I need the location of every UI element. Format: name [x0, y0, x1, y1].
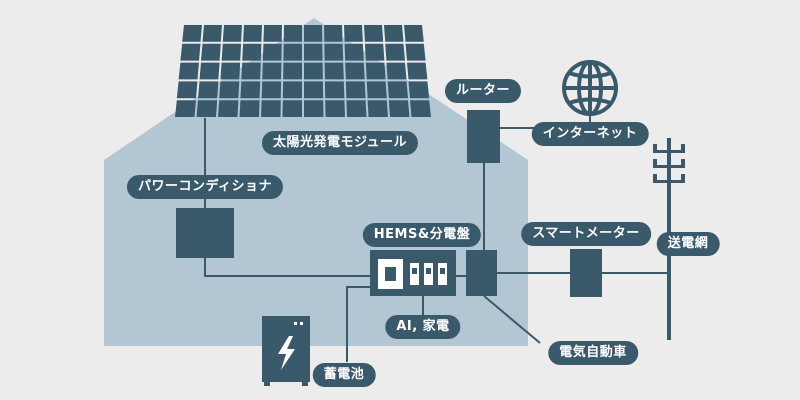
solar-cell: [262, 62, 282, 80]
solar-cell: [304, 43, 323, 61]
solar-cell: [344, 43, 364, 61]
solar-cell: [388, 100, 410, 117]
solar-cell: [222, 25, 242, 42]
solar-cell: [367, 100, 388, 117]
solar-cell: [201, 43, 221, 61]
solar-cell: [387, 81, 408, 99]
battery-icon: [262, 316, 310, 386]
label-hems: HEMS&分電盤: [362, 223, 482, 247]
solar-cell: [199, 62, 220, 80]
solar-cell: [324, 25, 343, 42]
solar-cell: [404, 25, 424, 42]
solar-cell: [344, 25, 363, 42]
solar-cell: [364, 43, 385, 61]
label-internet: インターネット: [531, 122, 649, 146]
label-appliances: AI, 家電: [385, 315, 461, 339]
solar-cell: [324, 43, 344, 61]
label-ev: 電気自動車: [548, 341, 638, 365]
solar-cell: [346, 100, 367, 117]
solar-cell: [202, 25, 222, 42]
smart-meter-box: [570, 249, 602, 297]
solar-cell: [182, 25, 202, 42]
solar-cell: [261, 81, 282, 99]
solar-cell: [364, 25, 384, 42]
solar-cell: [345, 81, 366, 99]
solar-cell: [176, 81, 198, 99]
solar-cell: [263, 25, 282, 42]
solar-cell: [175, 100, 196, 117]
solar-cell: [262, 43, 282, 61]
solar-cell: [324, 62, 344, 80]
solar-cell: [410, 100, 431, 117]
router-box: [467, 110, 500, 163]
solar-cell: [239, 100, 260, 117]
solar-cell: [218, 100, 239, 117]
label-power-conditioner: パワーコンディショナ: [126, 175, 284, 199]
solar-cell: [242, 43, 262, 61]
label-battery: 蓄電池: [312, 363, 376, 387]
solar-cell: [405, 43, 426, 61]
solar-cell: [180, 43, 201, 61]
hems-distribution-board: [370, 250, 456, 296]
solar-panel-icon: [175, 25, 431, 117]
solar-cell: [304, 25, 323, 42]
solar-cell: [384, 25, 404, 42]
solar-cell: [196, 100, 218, 117]
solar-cell: [345, 62, 365, 80]
solar-cell: [325, 100, 345, 117]
label-grid: 送電網: [656, 232, 720, 256]
solar-cell: [282, 81, 302, 99]
solar-cell: [282, 100, 302, 117]
solar-cell: [240, 81, 261, 99]
solar-cell: [261, 100, 281, 117]
solar-cell: [407, 62, 428, 80]
label-smart-meter: スマートメーター: [521, 222, 651, 246]
solar-cell: [178, 62, 199, 80]
solar-cell: [243, 25, 262, 42]
solar-cell: [219, 81, 240, 99]
solar-cell: [304, 81, 324, 99]
globe-icon: [562, 60, 618, 116]
solar-cell: [386, 62, 407, 80]
solar-cell: [283, 43, 302, 61]
solar-cell: [221, 43, 242, 61]
solar-cell: [304, 62, 323, 80]
solar-cell: [283, 62, 302, 80]
solar-cell: [198, 81, 219, 99]
solar-cell: [304, 100, 324, 117]
solar-cell: [408, 81, 430, 99]
solar-cell: [365, 62, 386, 80]
hems-meter-box: [466, 250, 497, 296]
lightning-bolt-icon: [278, 336, 295, 370]
label-router: ルーター: [444, 79, 522, 103]
solar-cell: [283, 25, 302, 42]
solar-cell: [385, 43, 405, 61]
power-conditioner-box: [176, 208, 234, 258]
solar-cell: [366, 81, 387, 99]
solar-cell: [324, 81, 345, 99]
label-solar-module: 太陽光発電モジュール: [261, 131, 419, 155]
solar-cell: [241, 62, 261, 80]
solar-cell: [220, 62, 241, 80]
